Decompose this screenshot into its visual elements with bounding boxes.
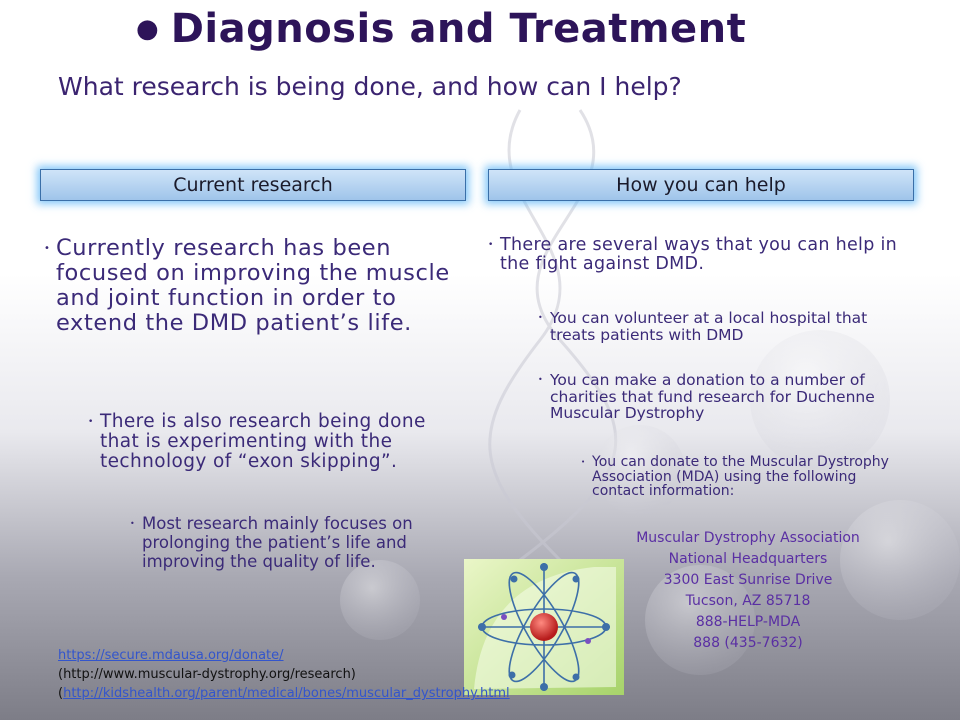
contact-line: 3300 East Sunrise Drive [663,572,833,588]
title-bullet: ● [136,14,159,44]
left-bullet-2-text: There is also research being done that i… [100,411,426,472]
bullet-dot: • [88,417,94,427]
contact-line: 888-HELP-MDA [695,614,801,630]
bullet-dot: • [488,240,494,250]
right-bullet-1: • There are several ways that you can he… [488,235,900,274]
right-bullet-1-text: There are several ways that you can help… [500,235,898,274]
right-bullet-2a: • You can volunteer at a local hospital … [538,309,890,344]
current-research-header: Current research [40,169,466,201]
title-row: ● Diagnosis and Treatment [136,6,746,52]
left-bullet-1: • Currently research has been focused on… [44,235,456,336]
contact-line: 888 (435-7632) [693,635,803,651]
mda-contact-block: Muscular Dystrophy Association National … [588,528,908,654]
contact-line: National Headquarters [668,551,828,567]
left-bullet-3-text: Most research mainly focuses on prolongi… [142,514,413,571]
slide-subtitle: What research is being done, and how can… [58,72,682,101]
right-bullet-3-text: You can donate to the Muscular Dystrophy… [592,454,889,499]
reference-paren: ( [58,686,64,701]
right-bullet-3: • You can donate to the Muscular Dystrop… [581,454,902,499]
bullet-dot: • [538,313,543,322]
right-bullet-2a-text: You can volunteer at a local hospital th… [550,309,868,344]
slide-title: Diagnosis and Treatment [170,6,747,52]
right-bullet-2b-text: You can make a donation to a number of c… [550,371,875,422]
bullet-dot: • [130,519,135,528]
right-bullet-2b: • You can make a donation to a number of… [538,371,890,422]
references: https://secure.mdausa.org/donate/ (http:… [58,646,510,703]
reference-line: (http://www.muscular-dystrophy.org/resea… [58,667,356,682]
mda-donate-link[interactable]: https://secure.mdausa.org/donate/ [58,648,284,663]
contact-line: Muscular Dystrophy Association [636,530,860,546]
kidshealth-link[interactable]: http://kidshealth.org/parent/medical/bon… [63,686,510,701]
bullet-dot: • [581,458,586,466]
bullet-dot: • [44,243,51,254]
bullet-dot: • [538,375,543,384]
left-bullet-1-text: Currently research has been focused on i… [56,235,450,336]
how-you-can-help-header: How you can help [488,169,914,201]
left-bullet-3: • Most research mainly focuses on prolon… [130,514,442,571]
contact-line: Tucson, AZ 85718 [685,593,811,609]
left-bullet-2: • There is also research being done that… [88,411,460,472]
atom-illustration [464,559,624,695]
